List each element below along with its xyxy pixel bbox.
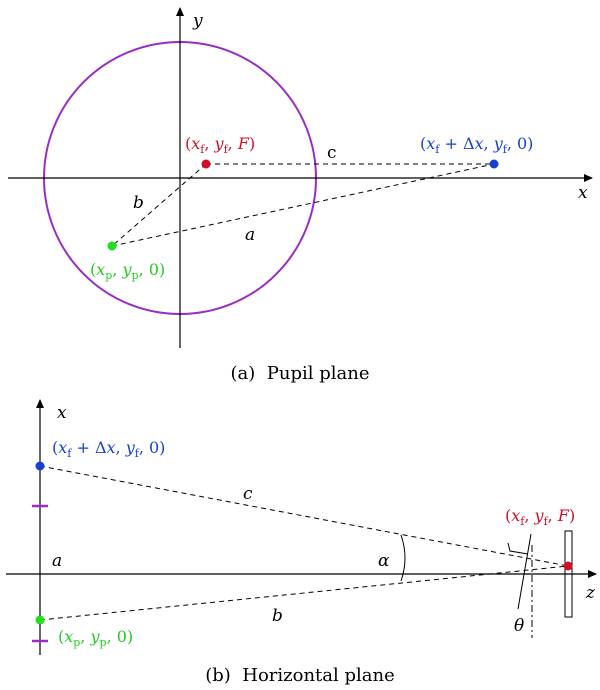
caption-horizontal-plane: (b) Horizontal plane — [205, 665, 395, 686]
focus-point — [201, 159, 211, 169]
label-c: c — [327, 143, 337, 163]
z-axis-label: z — [585, 583, 596, 603]
label-a: a — [245, 225, 255, 245]
shifted-point-bottom — [35, 461, 45, 471]
shifted-coordinates: (xf + Δx, yf, 0) — [420, 134, 533, 156]
focus-coordinates: (xf, yf, F) — [185, 134, 255, 156]
label-b: b — [133, 193, 144, 213]
shifted-coordinates-bottom: (xf + Δx, yf, 0) — [52, 438, 165, 460]
shifted-point — [489, 159, 499, 169]
label-b-bottom: b — [272, 606, 283, 626]
horizontal-plane-diagram: x z c a b α θ (xf + Δx, yf, 0) (xf, yf, … — [6, 399, 597, 686]
label-a-bottom: a — [52, 551, 62, 571]
x-axis-label-bottom: x — [57, 403, 67, 423]
pupil-plane-diagram: x y c b a (xf, yf, F) (xf + Δx, yf, 0) (… — [8, 7, 593, 384]
right-angle-marker — [507, 542, 529, 555]
label-c-bottom: c — [243, 484, 253, 504]
x-axis-label: x — [578, 183, 588, 203]
segment-b — [111, 163, 207, 247]
ray-b — [39, 565, 569, 621]
tilted-plane-line — [517, 533, 532, 610]
focus-coordinates-bottom: (xf, yf, F) — [505, 506, 575, 528]
alpha-arc — [400, 534, 406, 582]
focus-point-bottom — [563, 561, 573, 571]
pupil-point-bottom — [35, 615, 45, 625]
label-theta: θ — [514, 616, 524, 636]
pupil-point — [107, 241, 117, 251]
segment-a — [111, 163, 495, 247]
ray-c — [39, 465, 569, 567]
y-axis-label: y — [192, 11, 203, 31]
detector-plane — [564, 530, 573, 618]
pupil-coordinates-bottom: (xp, yp, 0) — [58, 627, 133, 649]
pupil-coordinates: (xp, yp, 0) — [90, 260, 165, 282]
caption-pupil-plane: (a) Pupil plane — [231, 363, 370, 384]
label-alpha: α — [378, 551, 390, 571]
